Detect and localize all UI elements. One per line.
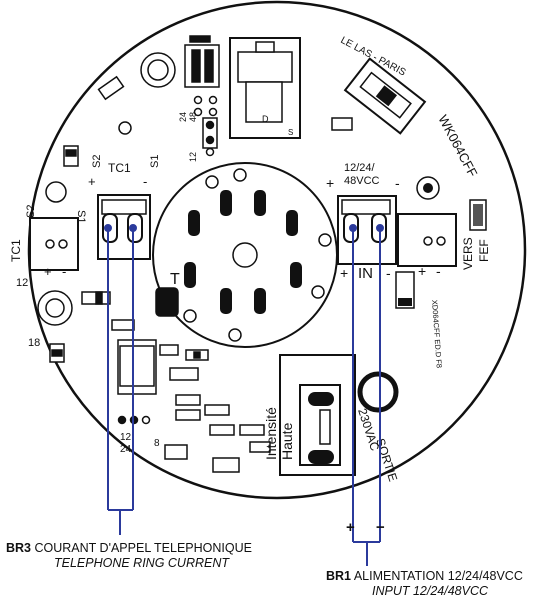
terminal-vers-fef: [397, 199, 487, 267]
br1-english: INPUT 12/24/48VCC: [372, 584, 489, 598]
tc1-left-minus: -: [62, 264, 66, 279]
in-voltage-line2: 48VCC: [344, 175, 380, 187]
br1-code: BR1: [326, 569, 352, 583]
tc1-left-label: TC1: [9, 239, 23, 262]
label-24b: 24: [120, 444, 132, 455]
d-label: D: [262, 114, 269, 124]
br1-french: ALIMENTATION 12/24/48VCC: [353, 569, 523, 583]
br1-minus: −: [376, 519, 385, 536]
s2-top-label: S2: [91, 155, 103, 168]
in-label: IN: [358, 265, 373, 282]
fef-minus: -: [436, 263, 441, 279]
output-block: [279, 271, 415, 476]
coil-pins: [184, 190, 302, 314]
br1-plus: +: [346, 519, 355, 536]
terminal-br3: [97, 194, 151, 260]
s1-top-label: S1: [149, 155, 161, 168]
tc1-left-plus: +: [44, 264, 52, 279]
tc1-minus: -: [143, 174, 147, 189]
jumper-24-label: 24: [178, 112, 188, 122]
fef-plus: +: [418, 263, 426, 279]
haute-label: Haute: [279, 422, 295, 460]
br3-english: TELEPHONE RING CURRENT: [54, 556, 230, 570]
voltage-jumper: [193, 95, 218, 157]
lower-left-components: [37, 287, 271, 473]
switch: [331, 57, 440, 200]
br1-wires: [349, 224, 384, 566]
label-12b: 12: [120, 432, 132, 443]
in-minus: -: [395, 175, 400, 191]
s2-left-label: S2: [25, 205, 37, 218]
top-left-components: [45, 35, 220, 203]
terminal-tc1-left: [29, 217, 79, 271]
br3-wires: [104, 224, 137, 535]
in-plus-bottom: +: [340, 265, 348, 281]
br3-caption: BR3 COURANT D'APPEL TELEPHONIQUE TELEPHO…: [6, 541, 252, 571]
in-plus: +: [326, 175, 334, 191]
t-label: T: [170, 271, 180, 288]
jumper-12-label: 12: [188, 152, 198, 162]
tc1-top-label: TC1: [108, 161, 131, 175]
tc1-plus: +: [88, 174, 96, 189]
s-label: S: [288, 128, 293, 137]
vers-label: VERS: [461, 237, 475, 270]
br1-caption: BR1 ALIMENTATION 12/24/48VCC INPUT 12/24…: [326, 569, 523, 599]
label-12: 12: [16, 277, 28, 289]
s1-left-label: S1: [75, 210, 87, 223]
in-minus-bottom: -: [386, 265, 391, 281]
jumper-48-label: 48: [188, 112, 198, 122]
label-18: 18: [28, 337, 40, 349]
label-8: 8: [154, 438, 160, 449]
terminal-br1: [337, 195, 397, 265]
br3-french: COURANT D'APPEL TELEPHONIQUE: [34, 541, 253, 555]
br3-code: BR3: [6, 541, 32, 555]
intensite-label: Intensité: [263, 407, 279, 460]
in-voltage-line1: 12/24/: [344, 162, 376, 174]
fef-label: FEF: [477, 239, 491, 262]
